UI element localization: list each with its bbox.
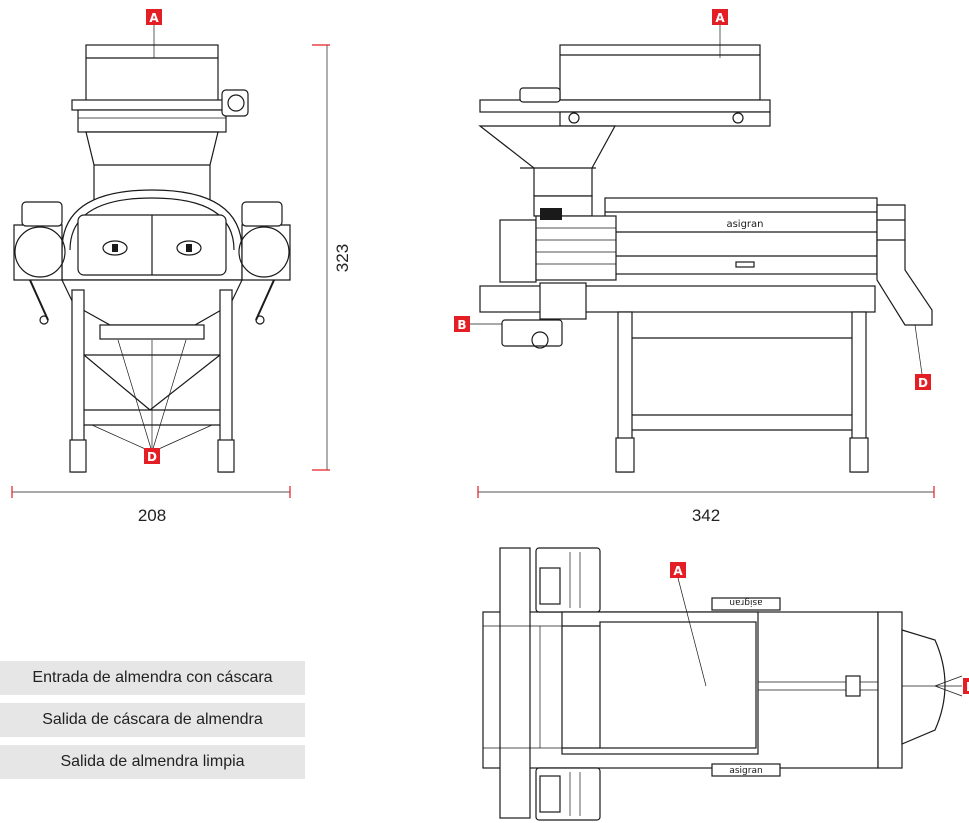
svg-text:A: A (673, 564, 683, 578)
svg-text:D: D (918, 376, 928, 390)
front-view (13, 25, 291, 473)
legend-label-b: Salida de cáscara de almendra (42, 711, 263, 728)
legend-item-b: Salida de cáscara de almendra (0, 703, 305, 737)
height-value: 323 (333, 244, 352, 272)
svg-text:D: D (966, 680, 969, 694)
legend-item-d: Salida de almendra limpia (0, 745, 305, 779)
svg-text:B: B (457, 318, 466, 332)
dimension-front-width: 208 (11, 486, 291, 525)
svg-text:A: A (149, 11, 159, 25)
svg-text:D: D (147, 450, 157, 464)
top-view: asigran asigran (482, 547, 963, 821)
marker-d-top: D (963, 678, 969, 694)
front-width-value: 208 (138, 506, 166, 525)
marker-a-front: A (146, 9, 162, 25)
legend-item-a: Entrada de almendra con cáscara (0, 661, 305, 695)
side-view: asigran (470, 25, 933, 473)
brand-label-side: asigran (726, 219, 763, 230)
legend-label-a: Entrada de almendra con cáscara (32, 669, 273, 686)
marker-a-top: A (670, 562, 686, 578)
side-width-value: 342 (692, 506, 720, 525)
dimension-side-width: 342 (477, 486, 935, 525)
marker-b-side: B (454, 316, 470, 332)
marker-d-front: D (144, 448, 160, 464)
marker-d-side: D (915, 374, 931, 390)
brand-label-top-lower: asigran (729, 766, 762, 776)
dimension-height: 323 (312, 44, 352, 471)
legend-label-d: Salida de almendra limpia (60, 753, 245, 770)
svg-text:A: A (715, 11, 725, 25)
brand-label-top-upper: asigran (729, 597, 762, 607)
marker-a-side: A (712, 9, 728, 25)
